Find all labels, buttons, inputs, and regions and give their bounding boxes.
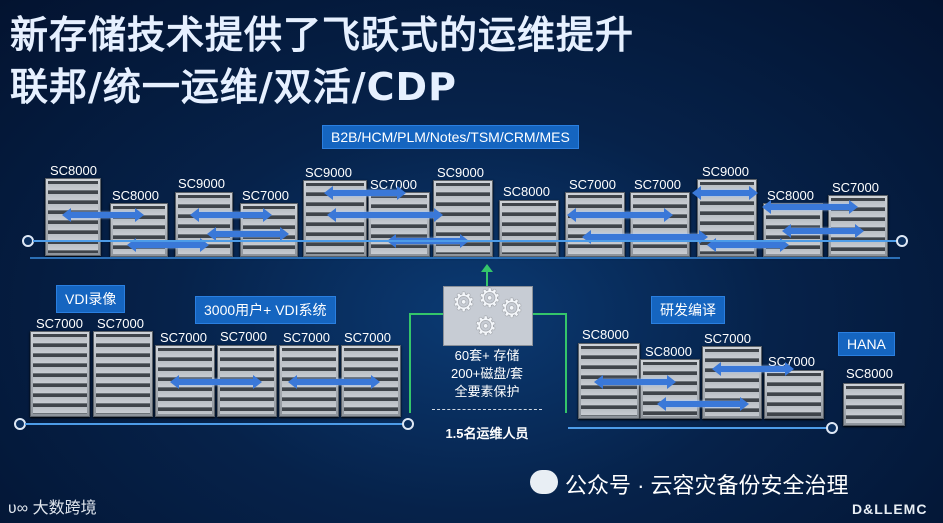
server-label: SC8000 bbox=[645, 344, 692, 359]
replication-arrow bbox=[170, 375, 262, 389]
disk-count: 200+磁盘/套 bbox=[451, 366, 523, 381]
replication-arrow bbox=[657, 397, 749, 411]
top-bus-line bbox=[33, 240, 899, 242]
gear-icon: ⚙ bbox=[474, 311, 498, 341]
rnd-tag: 研发编译 bbox=[652, 297, 724, 323]
page-subtitle: 联邦/统一运维/双活/CDP bbox=[10, 65, 457, 109]
server-rack bbox=[764, 370, 824, 419]
replication-arrow bbox=[712, 362, 794, 376]
bus-endpoint-icon bbox=[826, 422, 838, 434]
watermark-text: 公众号 · 云容灾备份安全治理 bbox=[565, 473, 849, 498]
server-rack bbox=[565, 192, 625, 257]
vdi-record-tag: VDI录像 bbox=[57, 286, 125, 312]
page-title: 新存储技术提供了飞跃式的运维提升 bbox=[10, 13, 635, 57]
replication-arrow bbox=[594, 375, 676, 389]
server-label: SC7000 bbox=[220, 329, 267, 344]
server-rack bbox=[630, 192, 690, 257]
connector-arrow-icon bbox=[481, 264, 493, 272]
replication-arrow bbox=[582, 230, 708, 244]
server-rack bbox=[640, 359, 700, 419]
server-rack bbox=[93, 331, 153, 417]
bus-endpoint-icon bbox=[896, 235, 908, 247]
separator bbox=[432, 409, 542, 410]
server-label: SC7000 bbox=[569, 177, 616, 192]
top-apps-tag: B2B/HCM/PLM/Notes/TSM/CRM/MES bbox=[323, 126, 578, 148]
server-rack bbox=[499, 200, 559, 257]
replication-arrow bbox=[782, 224, 864, 238]
brand-logo-right: D&LLEMC bbox=[852, 501, 928, 517]
replication-arrow bbox=[127, 238, 209, 252]
gear-icon: ⚙ bbox=[478, 283, 502, 313]
server-label: SC8000 bbox=[846, 366, 893, 381]
connector-line bbox=[531, 313, 567, 315]
replication-arrow bbox=[327, 208, 443, 222]
server-rack bbox=[30, 331, 90, 417]
vdi-users-tag: 3000用户+ VDI系统 bbox=[196, 297, 335, 323]
server-rack bbox=[368, 192, 430, 257]
replication-arrow bbox=[190, 208, 272, 222]
replication-arrow bbox=[207, 227, 289, 241]
management-box: ⚙ ⚙ ⚙ ⚙ bbox=[443, 283, 533, 346]
hana-tag: HANA bbox=[839, 333, 894, 355]
server-label: SC8000 bbox=[50, 163, 97, 178]
server-label: SC7000 bbox=[634, 177, 681, 192]
protection-text: 全要素保护 bbox=[454, 384, 520, 399]
replication-arrow bbox=[62, 208, 144, 222]
gear-icon: ⚙ bbox=[452, 287, 476, 317]
connector-line bbox=[486, 270, 488, 286]
server-label: SC7000 bbox=[832, 180, 879, 195]
gear-icon: ⚙ bbox=[500, 293, 524, 323]
replication-arrow bbox=[288, 375, 380, 389]
server-label: SC8000 bbox=[503, 184, 550, 199]
server-label: SC7000 bbox=[97, 316, 144, 331]
server-rack bbox=[702, 346, 762, 419]
brand-logo-left: ʋ∞ 大数跨境 bbox=[8, 494, 97, 518]
server-label: SC9000 bbox=[178, 176, 225, 191]
server-label: SC8000 bbox=[582, 327, 629, 342]
logo-icon: ʋ∞ bbox=[8, 500, 29, 517]
brand-left-text: 大数跨境 bbox=[32, 500, 97, 517]
connector-line bbox=[565, 313, 567, 413]
server-label: SC9000 bbox=[305, 165, 352, 180]
replication-arrow bbox=[762, 200, 858, 214]
server-label: SC9000 bbox=[702, 164, 749, 179]
replication-arrow bbox=[567, 208, 673, 222]
bottom-left-bus-line bbox=[25, 423, 405, 425]
connector-line bbox=[409, 313, 411, 413]
server-label: SC7000 bbox=[768, 354, 815, 369]
server-label: SC7000 bbox=[283, 330, 330, 345]
server-label: SC7000 bbox=[704, 331, 751, 346]
storage-count: 60套+ 存储 bbox=[454, 348, 520, 363]
server-label: SC7000 bbox=[160, 330, 207, 345]
server-label: SC7000 bbox=[36, 316, 83, 331]
bottom-right-bus-line bbox=[568, 427, 830, 429]
connector-line bbox=[409, 313, 443, 315]
bus-endpoint-icon bbox=[402, 418, 414, 430]
replication-arrow bbox=[692, 186, 758, 200]
top-bus-line-lower bbox=[30, 257, 900, 259]
server-label: SC8000 bbox=[112, 188, 159, 203]
server-label: SC9000 bbox=[437, 165, 484, 180]
server-label: SC7000 bbox=[344, 330, 391, 345]
server-label: SC7000 bbox=[242, 188, 289, 203]
replication-arrow bbox=[324, 186, 406, 200]
server-rack bbox=[843, 383, 905, 426]
wechat-icon bbox=[530, 470, 558, 494]
ops-staff: 1.5名运维人员 bbox=[445, 426, 529, 441]
replication-arrow bbox=[707, 238, 789, 252]
server-label: SC8000 bbox=[767, 188, 814, 203]
